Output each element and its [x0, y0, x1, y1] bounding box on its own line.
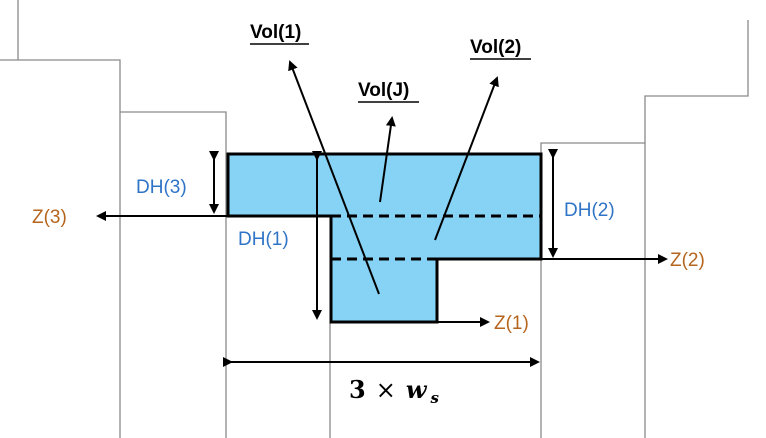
width-label: 3 × w s	[349, 375, 439, 407]
z1-label: Z(1)	[494, 313, 529, 334]
z3-label: Z(3)	[32, 207, 67, 228]
vol2-label: Vol(2)	[470, 37, 521, 58]
vol1-label: Vol(1)	[250, 22, 301, 43]
dh2-label: DH(2)	[564, 200, 615, 221]
vol2-arrow	[434, 76, 499, 241]
dh3-label: DH(3)	[136, 177, 187, 198]
volj-label: Vol(J)	[358, 80, 409, 101]
z2-label: Z(2)	[670, 250, 705, 271]
vol1-arrow	[288, 60, 380, 295]
dh1-label: DH(1)	[238, 229, 289, 250]
volj-arrow	[379, 116, 396, 203]
